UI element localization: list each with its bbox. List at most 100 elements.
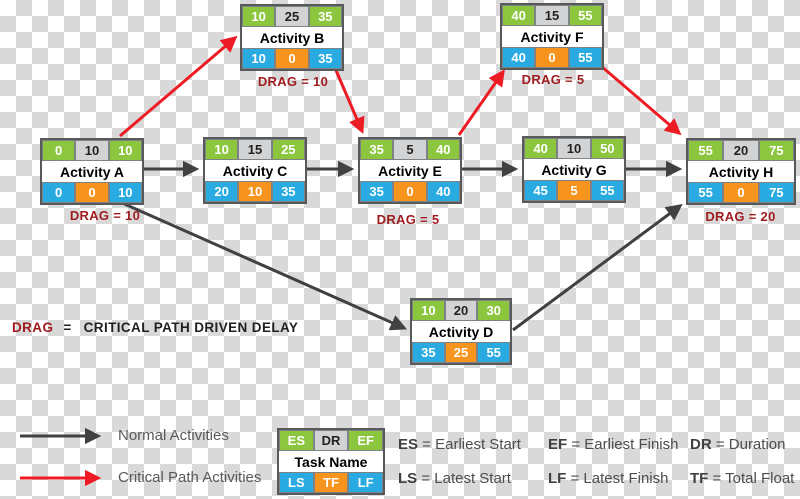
arrow-d-h [512, 204, 683, 332]
activity-name: Activity A [42, 161, 142, 182]
dr-cell: 10 [557, 138, 591, 159]
drag-label-a: DRAG = 10 [69, 208, 141, 223]
es-cell: 10 [242, 6, 276, 27]
tf-cell: 10 [238, 181, 272, 202]
dr-cell: 10 [75, 140, 109, 161]
ls-cell: 20 [205, 181, 239, 202]
definition-ls: LS = Latest Start [398, 471, 511, 487]
activity-node-a: 0 10 10 Activity A 0 0 10 [40, 138, 144, 205]
es-cell: 10 [205, 139, 239, 160]
es-cell: 0 [42, 140, 76, 161]
critical-arrows [119, 35, 682, 138]
arrow-e-f [457, 69, 505, 136]
arrow-a-b [119, 35, 238, 138]
legend-key-box: ES DR EF Task Name LS TF LF [277, 428, 385, 495]
legend-normal-label: Normal Activities [118, 427, 229, 444]
ls-cell: 45 [524, 180, 558, 201]
arrow-f-h [600, 64, 682, 136]
ef-cell: 75 [758, 140, 794, 161]
tf-cell: 0 [275, 48, 309, 69]
activity-node-b: 10 25 35 Activity B 10 0 35 [240, 4, 344, 71]
abbr-lf: LF [548, 470, 567, 487]
normal-arrows [119, 160, 683, 332]
ef-cell: 25 [271, 139, 305, 160]
activity-node-d: 10 20 30 Activity D 35 25 55 [410, 298, 512, 365]
activity-name: Activity D [412, 321, 510, 342]
drag-term: DRAG [12, 320, 54, 335]
activity-name: Activity F [502, 26, 602, 47]
es-key-cell: ES [279, 430, 314, 451]
ef-cell: 55 [568, 5, 602, 26]
tf-cell: 0 [535, 47, 569, 68]
ef-cell: 35 [308, 6, 342, 27]
es-cell: 35 [360, 139, 394, 160]
tf-cell: 0 [393, 181, 427, 202]
activity-node-e: 35 5 40 Activity E 35 0 40 [358, 137, 462, 204]
abbr-tf: TF [690, 470, 709, 487]
dr-cell: 20 [723, 140, 759, 161]
ls-cell: 35 [412, 342, 445, 363]
ef-cell: 10 [108, 140, 142, 161]
definition-dr: DR = Duration [690, 437, 785, 453]
drag-definition: DRAG = CRITICAL PATH DRIVEN DELAY [12, 320, 298, 335]
definition-ef: EF = Earliest Finish [548, 437, 678, 453]
activity-name: Activity H [688, 161, 794, 182]
ls-cell: 40 [502, 47, 536, 68]
activity-name: Activity B [242, 27, 342, 48]
dr-cell: 15 [238, 139, 272, 160]
definition-lf: LF = Latest Finish [548, 471, 668, 487]
es-cell: 55 [688, 140, 724, 161]
es-cell: 40 [524, 138, 558, 159]
abbr-ef: EF [548, 436, 568, 453]
ef-key-cell: EF [348, 430, 384, 451]
drag-label-h: DRAG = 20 [705, 209, 776, 224]
lf-cell: 35 [308, 48, 342, 69]
drag-definition-text: CRITICAL PATH DRIVEN DELAY [83, 320, 299, 335]
ls-cell: 0 [42, 182, 76, 203]
lf-key-cell: LF [348, 472, 384, 493]
activity-name: Activity E [360, 160, 460, 181]
text-es: = Earliest Start [418, 436, 521, 453]
es-cell: 40 [502, 5, 536, 26]
dr-cell: 5 [393, 139, 427, 160]
ef-cell: 50 [590, 138, 624, 159]
lf-cell: 55 [477, 342, 511, 363]
tf-key-cell: TF [313, 472, 349, 493]
ls-cell: 35 [360, 181, 394, 202]
text-dr: = Duration [711, 436, 786, 453]
lf-cell: 35 [271, 181, 305, 202]
ls-cell: 10 [242, 48, 276, 69]
lf-cell: 55 [590, 180, 624, 201]
tf-cell: 5 [557, 180, 591, 201]
tf-cell: 0 [75, 182, 109, 203]
abbr-dr: DR [690, 436, 712, 453]
activity-name: Activity C [205, 160, 305, 181]
lf-cell: 40 [426, 181, 460, 202]
activity-node-h: 55 20 75 Activity H 55 0 75 [686, 138, 796, 205]
drag-label-b: DRAG = 10 [257, 74, 329, 89]
definition-tf: TF = Total Float [690, 471, 794, 487]
activity-node-f: 40 15 55 Activity F 40 0 55 [500, 3, 604, 70]
text-ef: = Earliest Finish [567, 436, 679, 453]
activity-node-g: 40 10 50 Activity G 45 5 55 [522, 136, 626, 203]
abbr-ls: LS [398, 470, 418, 487]
task-name-key: Task Name [279, 451, 383, 472]
equals-sign: = [63, 320, 72, 335]
es-cell: 10 [412, 300, 445, 321]
drag-label-f: DRAG = 5 [521, 72, 585, 87]
tf-cell: 0 [723, 182, 759, 203]
text-lf: = Latest Finish [566, 470, 669, 487]
activity-name: Activity G [524, 159, 624, 180]
ef-cell: 40 [426, 139, 460, 160]
lf-cell: 10 [108, 182, 142, 203]
text-ls: = Latest Start [417, 470, 511, 487]
dr-key-cell: DR [313, 430, 349, 451]
legend-critical-label: Critical Path Activities [118, 469, 262, 486]
drag-label-e: DRAG = 5 [376, 212, 440, 227]
ef-cell: 30 [477, 300, 511, 321]
definition-es: ES = Earliest Start [398, 437, 521, 453]
dr-cell: 20 [444, 300, 478, 321]
text-tf: = Total Float [708, 470, 795, 487]
tf-cell: 25 [444, 342, 478, 363]
dr-cell: 25 [275, 6, 309, 27]
